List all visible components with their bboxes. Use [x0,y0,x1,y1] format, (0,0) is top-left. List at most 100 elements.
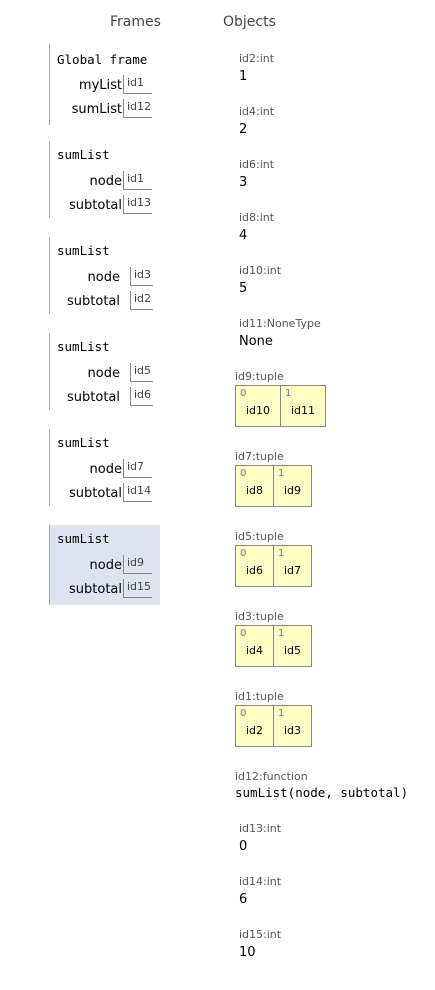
tuple-cell[interactable]: 1 id9 [274,466,311,506]
function-signature: sumList(node, subtotal) [235,785,409,800]
pointer-ref[interactable]: id5 [130,363,153,382]
heap-object-int[interactable]: id15:int 10 [239,928,281,960]
object-label: id11:NoneType [239,317,321,330]
tuple-index: 0 [240,548,247,559]
tuple-index: 1 [278,548,285,559]
heap-object-function[interactable]: id12:function sumList(node, subtotal) [235,770,408,800]
pointer-ref[interactable]: id15 [123,579,152,598]
tuple-cell[interactable]: 1 id5 [274,626,311,666]
heap-object-int[interactable]: id8:int 4 [239,211,274,243]
tuple-box: 0 id8 1 id9 [235,465,312,507]
tuple-ref: id11 [291,404,316,417]
tuple-ref: id3 [284,724,302,737]
tuple-index: 1 [278,468,285,479]
sumlist-frame[interactable]: sumList node id5 subtotal id6 [49,333,160,410]
tuple-cell[interactable]: 0 id8 [236,466,274,506]
pointer-ref[interactable]: id12 [123,99,152,118]
heap-object-tuple[interactable]: id5:tuple 0 id6 1 id7 [235,530,312,587]
tuple-index: 1 [278,628,285,639]
object-label: id10:int [239,264,282,277]
tuple-cell[interactable]: 0 id10 [236,386,281,426]
heap-object-int[interactable]: id14:int 6 [239,875,281,907]
object-label: id7:tuple [235,450,284,463]
tuple-index: 0 [240,628,247,639]
sumlist-frame-active[interactable]: sumList node id9 subtotal id15 [49,525,160,605]
heap-object-tuple[interactable]: id3:tuple 0 id4 1 id5 [235,610,312,667]
pointer-ref[interactable]: id13 [123,195,152,214]
tuple-cell[interactable]: 0 id2 [236,706,274,746]
var-name: node [89,462,122,477]
sumlist-frame[interactable]: sumList node id3 subtotal id2 [49,237,160,314]
sumlist-frame[interactable]: sumList node id7 subtotal id14 [49,429,160,506]
var-name: subtotal [67,294,120,309]
frame-name: sumList [57,147,110,162]
object-value: 5 [239,281,248,296]
object-value: 10 [239,945,256,960]
object-value: 6 [239,892,248,907]
var-name: node [89,174,122,189]
var-name: sumList [71,102,122,117]
heap-object-tuple[interactable]: id9:tuple 0 id10 1 id11 [235,370,326,427]
pointer-ref[interactable]: id1 [123,75,152,94]
tuple-ref: id6 [246,564,264,577]
tuple-cell[interactable]: 1 id11 [281,386,325,426]
heap-object-int[interactable]: id13:int 0 [239,822,281,854]
object-value: 3 [239,175,248,190]
frame-name: sumList [57,339,110,354]
frame-name: sumList [57,243,110,258]
pointer-ref[interactable]: id3 [130,267,153,286]
tuple-ref: id8 [246,484,264,497]
tuple-cell[interactable]: 0 id6 [236,546,274,586]
tuple-index: 1 [278,708,285,719]
heap-object-int[interactable]: id6:int 3 [239,158,274,190]
object-label: id2:int [239,52,275,65]
tuple-index: 0 [240,468,247,479]
pointer-ref[interactable]: id7 [123,459,152,478]
pointer-ref[interactable]: id9 [123,555,152,574]
pointer-ref[interactable]: id6 [130,387,153,406]
heap-object-none[interactable]: id11:NoneType None [239,317,321,349]
object-label: id8:int [239,211,275,224]
tuple-index: 0 [240,708,247,719]
object-value: 2 [239,122,248,137]
object-value: 0 [239,839,248,854]
tuple-cell[interactable]: 1 id3 [274,706,311,746]
object-label: id12:function [235,770,308,783]
tuple-cell[interactable]: 0 id4 [236,626,274,666]
heap-object-tuple[interactable]: id1:tuple 0 id2 1 id3 [235,690,312,747]
heap-object-tuple[interactable]: id7:tuple 0 id8 1 id9 [235,450,312,507]
var-name: subtotal [69,582,122,597]
tuple-cell[interactable]: 1 id7 [274,546,311,586]
tuple-ref: id5 [284,644,302,657]
global-frame[interactable]: Global frame myList id1 sumList id12 [49,44,160,125]
tuple-box: 0 id10 1 id11 [235,385,326,427]
object-label: id14:int [239,875,282,888]
sumlist-frame[interactable]: sumList node id1 subtotal id13 [49,141,160,218]
heap-object-int[interactable]: id2:int 1 [239,52,274,84]
frame-name: Global frame [57,52,148,67]
tuple-index: 0 [240,388,247,399]
heap-object-int[interactable]: id10:int 5 [239,264,281,296]
tuple-index: 1 [285,388,292,399]
var-name: node [87,366,120,381]
pointer-ref[interactable]: id14 [123,483,152,502]
pointer-ref[interactable]: id2 [130,291,153,310]
object-label: id13:int [239,822,282,835]
object-label: id5:tuple [235,530,284,543]
tuple-ref: id9 [284,484,302,497]
tuple-ref: id10 [246,404,271,417]
var-name: subtotal [69,486,122,501]
heap-object-int[interactable]: id4:int 2 [239,105,274,137]
tuple-box: 0 id6 1 id7 [235,545,312,587]
object-label: id4:int [239,105,275,118]
object-value: 4 [239,228,248,243]
tuple-ref: id2 [246,724,264,737]
frame-name: sumList [57,531,110,546]
var-name: node [87,270,120,285]
object-label: id9:tuple [235,370,284,383]
tuple-box: 0 id4 1 id5 [235,625,312,667]
pointer-ref[interactable]: id1 [123,171,152,190]
tuple-ref: id4 [246,644,264,657]
frame-name: sumList [57,435,110,450]
tuple-box: 0 id2 1 id3 [235,705,312,747]
